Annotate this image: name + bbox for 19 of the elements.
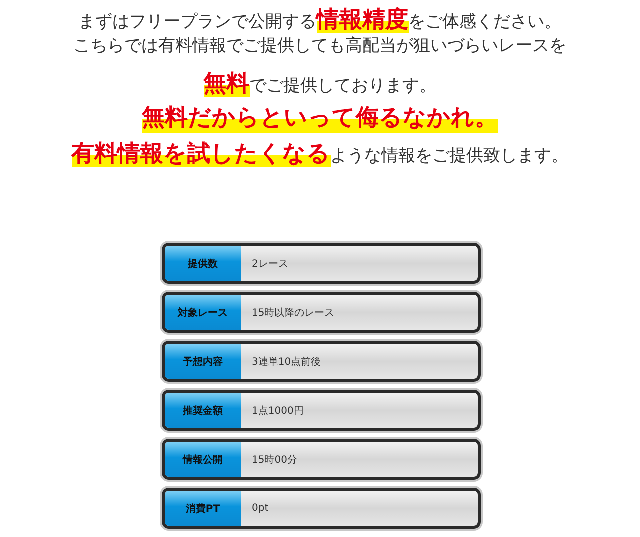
- row-value: 1点1000円: [252, 404, 304, 418]
- row-value: 3連単10点前後: [252, 356, 322, 370]
- intro-text: こちらでは有料情報でご提供しても高配当が狙いづらいレースを: [72, 35, 568, 57]
- info-row: [162, 488, 481, 529]
- info-row: [162, 292, 481, 333]
- row-label: 提供数: [165, 246, 241, 281]
- row-label: 消費PT: [165, 491, 241, 526]
- row-label: 推奨金額: [165, 393, 241, 428]
- info-row: [162, 341, 481, 382]
- info-row: [162, 243, 481, 284]
- info-row: [162, 390, 481, 431]
- row-label: 情報公開: [165, 442, 241, 477]
- row-value: 15時00分: [252, 454, 298, 468]
- info-row: [162, 439, 481, 480]
- row-label: 対象レース: [165, 295, 241, 330]
- row-value: 15時以降のレース: [252, 306, 335, 320]
- row-value: 0pt: [252, 502, 269, 516]
- row-value: 2レース: [252, 258, 288, 272]
- row-label: 予想内容: [165, 344, 241, 379]
